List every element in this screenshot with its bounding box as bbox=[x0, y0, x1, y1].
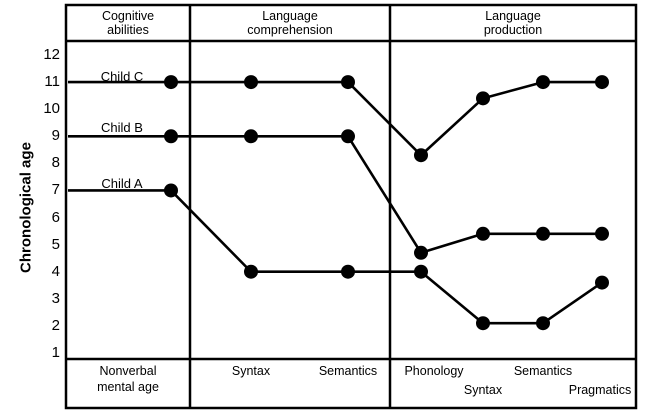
y-axis-tick-8: 8 bbox=[51, 154, 60, 172]
data-point bbox=[536, 75, 550, 90]
data-point bbox=[414, 148, 428, 163]
data-point bbox=[244, 129, 258, 144]
y-axis-tick-3: 3 bbox=[51, 289, 60, 307]
category-label-semantics: Semantics bbox=[513, 364, 573, 378]
data-point bbox=[476, 316, 490, 331]
y-axis-tick-12: 12 bbox=[43, 46, 60, 63]
category-label-phonology: Phonology bbox=[404, 364, 464, 378]
data-point bbox=[341, 129, 355, 144]
chart-series-layer bbox=[68, 75, 609, 331]
data-point bbox=[595, 226, 609, 241]
panel-header-line1: Cognitive bbox=[101, 9, 155, 23]
y-axis-tick-11: 11 bbox=[44, 73, 60, 91]
series-label-child-b: Child B bbox=[101, 120, 143, 135]
data-point bbox=[414, 264, 428, 279]
data-point bbox=[536, 316, 550, 331]
series-line bbox=[171, 80, 602, 157]
series-child-a bbox=[68, 183, 609, 331]
y-axis-tick-9: 9 bbox=[51, 127, 60, 145]
panel-header-line2: comprehension bbox=[247, 23, 333, 37]
y-axis-tick-4: 4 bbox=[51, 262, 60, 280]
data-point bbox=[414, 245, 428, 260]
data-point bbox=[164, 129, 178, 144]
series-child-c bbox=[68, 75, 609, 163]
y-axis-tick-6: 6 bbox=[51, 208, 60, 226]
data-point bbox=[536, 226, 550, 241]
y-axis-tick-1: 1 bbox=[51, 344, 60, 361]
data-point bbox=[164, 75, 178, 90]
data-point bbox=[595, 275, 609, 290]
data-point bbox=[595, 75, 609, 90]
category-label-syntax: Syntax bbox=[463, 383, 503, 397]
data-point bbox=[244, 264, 258, 279]
series-label-child-c: Child C bbox=[100, 69, 144, 84]
y-axis-tick-2: 2 bbox=[51, 316, 60, 334]
panel-header-line1: Language bbox=[485, 9, 541, 23]
category-label-semantics: Semantics bbox=[318, 364, 378, 378]
category-label-mental-age: mental age bbox=[97, 380, 159, 394]
data-point bbox=[164, 183, 178, 198]
category-label-nonverbal: Nonverbal bbox=[99, 364, 157, 378]
category-label-syntax: Syntax bbox=[231, 364, 271, 378]
data-point bbox=[244, 75, 258, 90]
series-child-b bbox=[68, 129, 609, 260]
data-point bbox=[476, 226, 490, 241]
series-line bbox=[170, 189, 603, 325]
data-point bbox=[341, 264, 355, 279]
series-label-child-a: Child A bbox=[101, 176, 143, 191]
panel-header-line2: production bbox=[483, 23, 543, 37]
y-axis-tick-5: 5 bbox=[51, 235, 60, 253]
data-point bbox=[476, 91, 490, 106]
data-point bbox=[341, 75, 355, 90]
panel-header-line1: Language bbox=[262, 9, 318, 23]
y-axis-tick-7: 7 bbox=[51, 181, 60, 199]
chart-frame bbox=[64, 3, 638, 410]
category-label-pragmatics: Pragmatics bbox=[568, 383, 632, 397]
panel-header-line2: abilities bbox=[107, 23, 149, 37]
y-axis-tick-10: 10 bbox=[43, 100, 60, 118]
